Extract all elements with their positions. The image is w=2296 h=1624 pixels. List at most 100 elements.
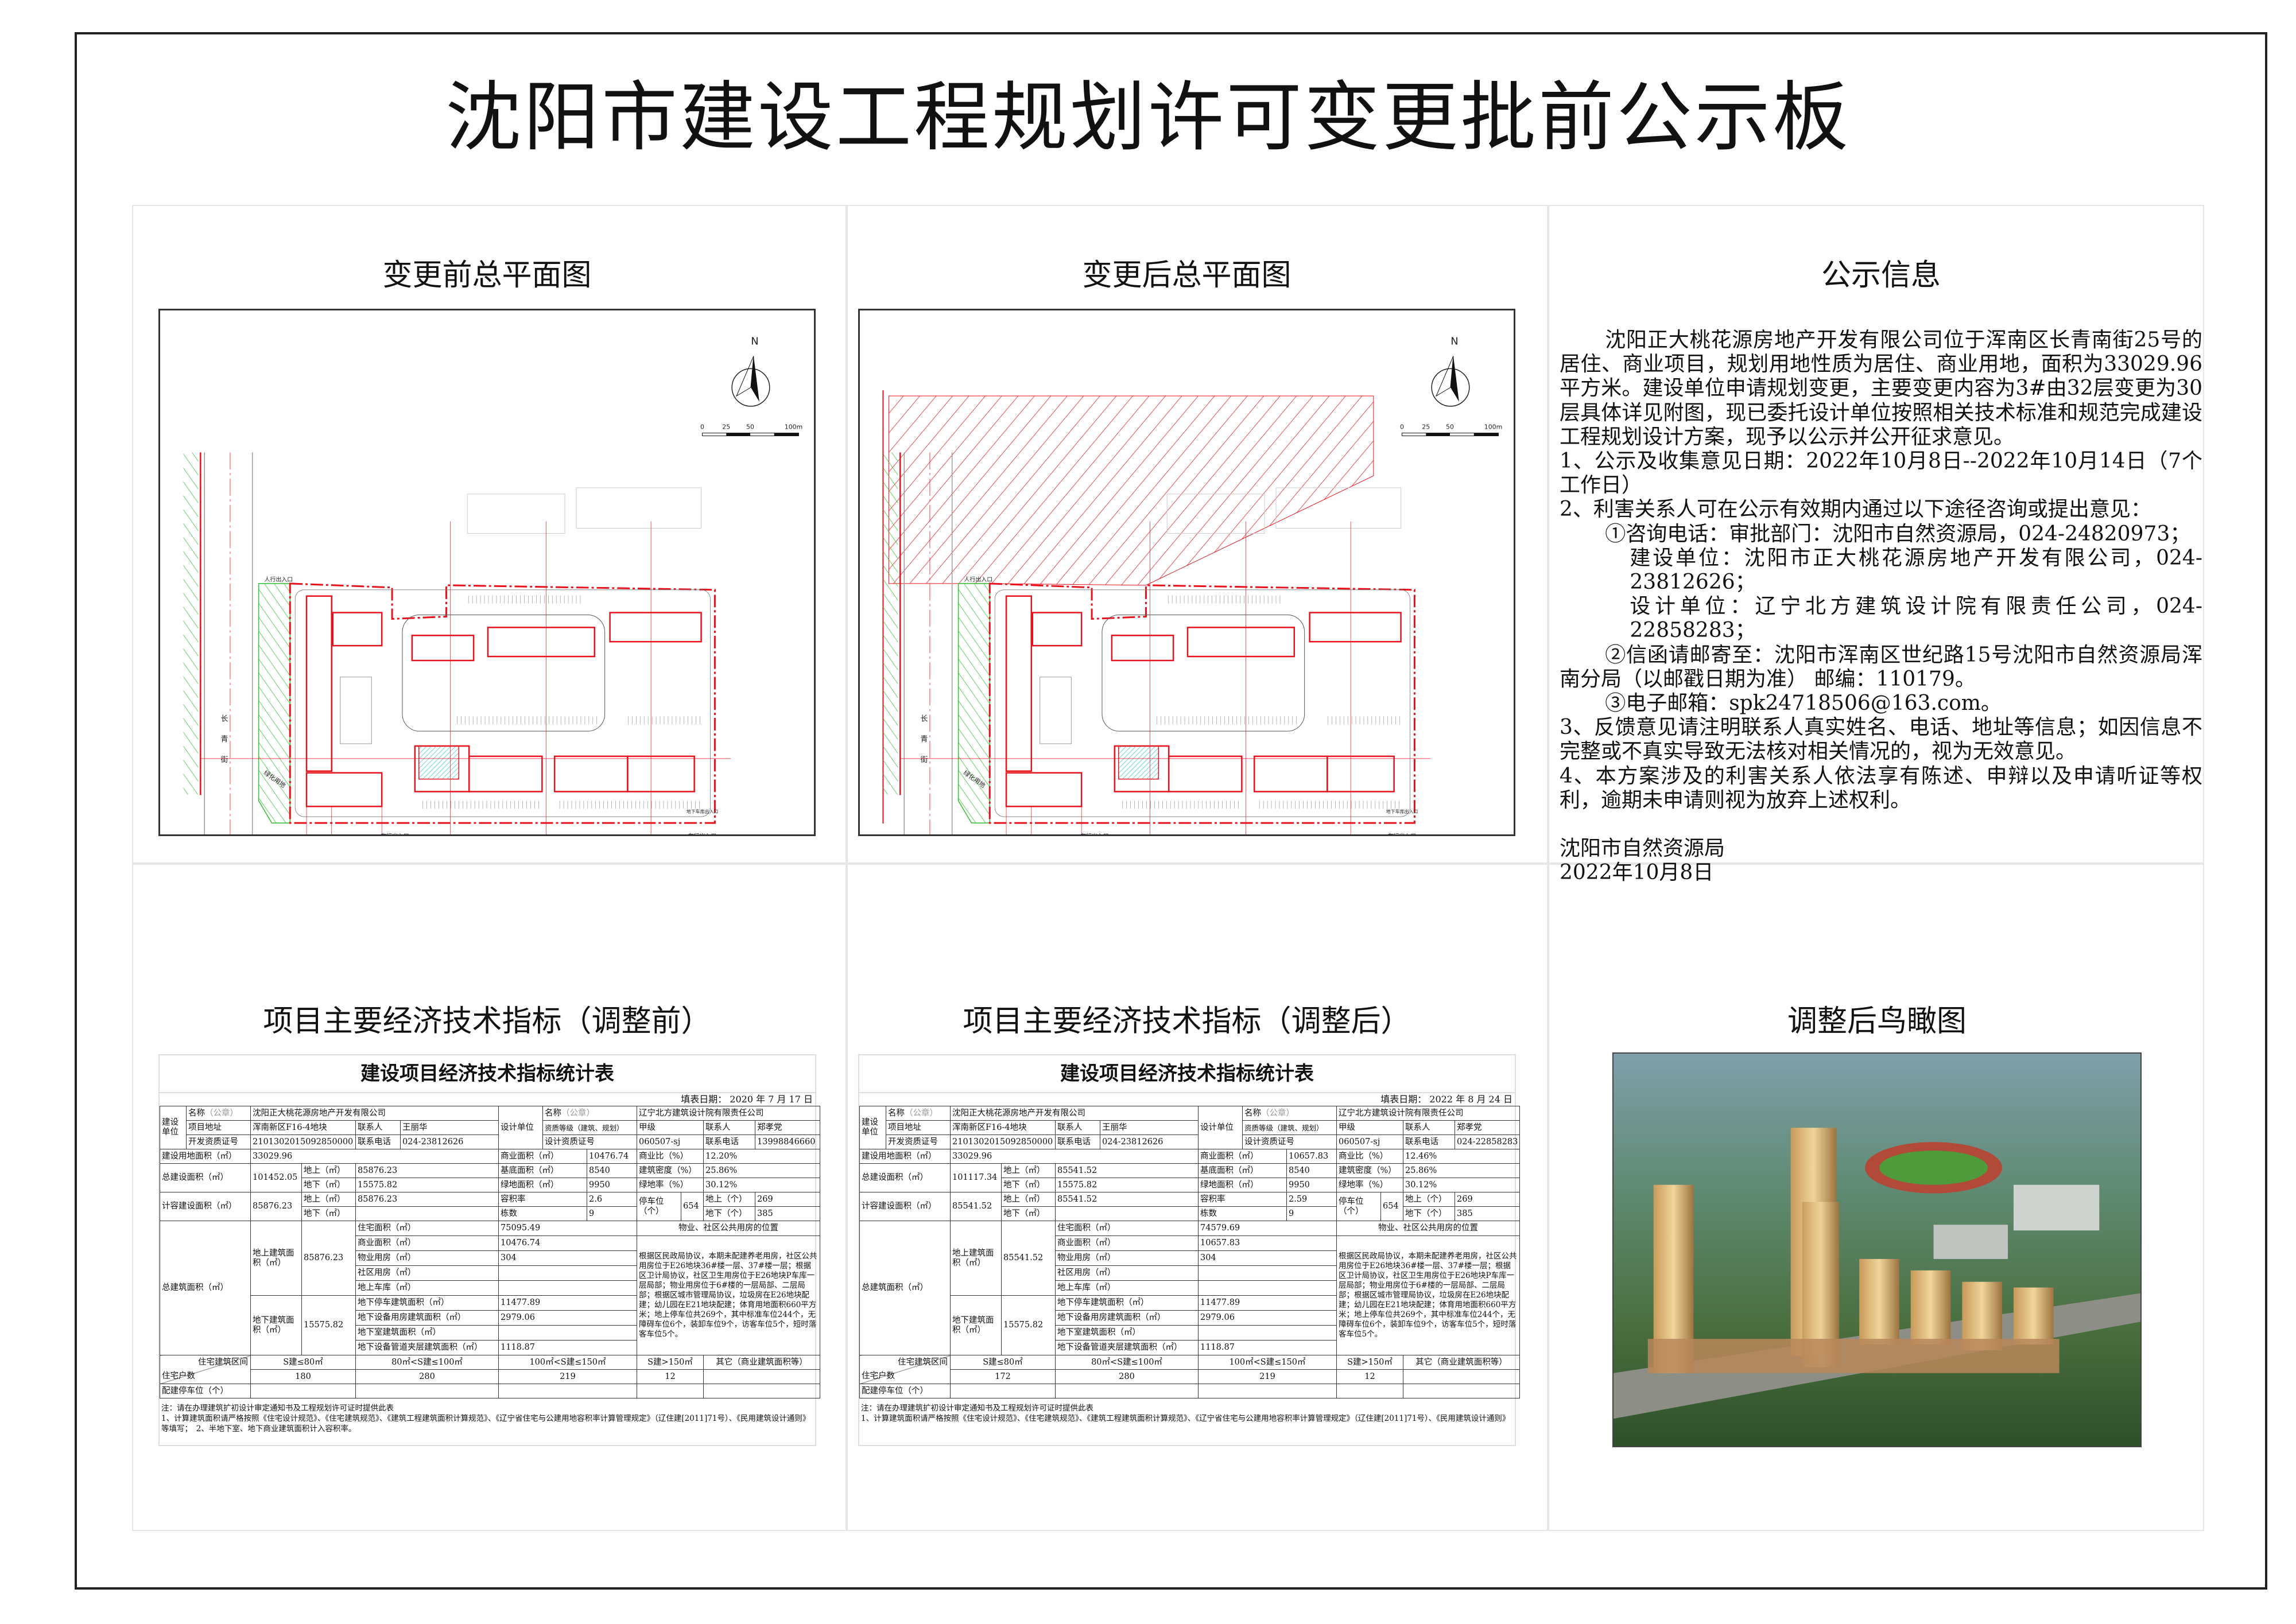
site-plan-after: N02550100m长青街绿化用地绿化用地燕 翔 路人行出入口车行出入口车行出入… <box>858 309 1515 836</box>
heading-aerial: 调整后鸟瞰图 <box>1787 1004 1967 1039</box>
road-name-west: 青 <box>921 735 928 744</box>
range-header: 其它（商业建筑面积等） <box>703 1355 820 1370</box>
building-footprint <box>332 612 383 647</box>
base-area-label: 基底面积（㎡） <box>1198 1163 1287 1178</box>
designer-name: 辽宁北方建筑设计院有限责任公司 <box>637 1106 820 1121</box>
indicator-table: 建设单位 名称（公章） 沈阳正大桃花源房地产开发有限公司 设计单位 名称（公章）… <box>160 1106 820 1398</box>
range-header: 80㎡<S建≤100㎡ <box>1055 1355 1199 1370</box>
designer-contact-label: 联系人 <box>1403 1120 1455 1135</box>
scale-label: 0 <box>700 424 704 431</box>
buildings-count: 9 <box>587 1206 637 1221</box>
far-above: 85876.23 <box>355 1192 499 1207</box>
total-area-label: 总建设面积（㎡） <box>160 1163 251 1192</box>
building-footprint <box>627 755 695 792</box>
total-area: 101452.05 <box>250 1163 302 1192</box>
far-label: 容积率 <box>1198 1192 1287 1207</box>
parking-row-cell <box>1055 1384 1199 1398</box>
building-footprint <box>305 595 333 772</box>
aerial-midrise <box>1910 1270 1951 1345</box>
designer-label: 设计单位 <box>1198 1106 1243 1149</box>
stats-table-before: 建设项目经济技术指标统计表填表日期： 2020 年 7 月 17 日建设单位 名… <box>158 1054 820 1446</box>
existing-building <box>467 494 565 534</box>
license: 2101302015092850000 <box>250 1135 356 1149</box>
base-area-label: 基底面积（㎡） <box>498 1163 587 1178</box>
far-area: 85876.23 <box>250 1192 302 1221</box>
building-footprint <box>305 772 383 807</box>
contact: 王丽华 <box>1100 1120 1199 1135</box>
designer-label: 设计单位 <box>498 1106 543 1149</box>
green-area: 9950 <box>1286 1178 1337 1192</box>
parking-stalls <box>468 595 581 604</box>
designer-name: 辽宁北方建筑设计院有限责任公司 <box>1336 1106 1520 1121</box>
aerial-midrise <box>2013 1287 2054 1345</box>
parking-stalls <box>1122 801 1239 809</box>
table-row: 总建设面积（㎡）101452.05 地上（㎡）85876.23 基底面积（㎡）8… <box>160 1163 820 1192</box>
parking-total: 654 <box>681 1192 704 1221</box>
density-label: 建筑密度（%） <box>1336 1163 1403 1178</box>
grade: 甲级 <box>1336 1120 1403 1135</box>
far-value: 2.59 <box>1286 1192 1337 1207</box>
notice-phone-approval: ①咨询电话：审批部门：沈阳市自然资源局，024-24820973； <box>1605 522 2191 546</box>
detail-value <box>498 1325 637 1341</box>
parking-row-cell <box>498 1384 637 1398</box>
detail-value: 74579.69 <box>1198 1221 1337 1236</box>
parking-row-cell <box>1336 1384 1403 1398</box>
building-3-highlight <box>418 745 460 780</box>
commercial-area: 10476.74 <box>587 1149 637 1164</box>
panel-plan-after <box>847 205 1548 864</box>
table-row: 配建停车位（个） <box>859 1384 1520 1398</box>
buildings-count: 9 <box>1286 1206 1337 1221</box>
heading-table-after: 项目主要经济技术指标（调整后） <box>963 1004 1411 1039</box>
sports-field <box>1040 677 1072 744</box>
parking-above: 269 <box>1455 1192 1520 1207</box>
range-header: 其它（商业建筑面积等） <box>1403 1355 1520 1370</box>
seal-label: （公章） <box>905 1108 938 1118</box>
land-area: 33029.96 <box>950 1149 1199 1164</box>
parking-stalls <box>457 716 598 725</box>
vehicle-entrance-label: 车行出入口 <box>1388 832 1417 834</box>
detail-value <box>498 1265 637 1281</box>
far-below-label: 地下（㎡） <box>301 1206 356 1221</box>
range-header: S建≤80㎡ <box>950 1355 1056 1370</box>
table-row: 社区用房（㎡） <box>860 1265 1520 1281</box>
notice-item-4: 4、本方案涉及的利害关系人依法享有陈述、申辩以及申请听证等权利，逾期未申请则视为… <box>1560 764 2202 812</box>
range-header: 100㎡<S建≤150㎡ <box>498 1355 637 1370</box>
garage-entrance-label: 地下车库出入口 <box>1386 809 1418 814</box>
notice-phone-builder: 建设单位：沈阳市正大桃花源房地产开发有限公司，024-23812626； <box>1630 546 2202 595</box>
address: 浑南新区F16-4地块 <box>250 1120 356 1135</box>
heading-notice: 公示信息 <box>1821 258 1941 293</box>
building-footprint <box>1186 627 1296 658</box>
below-area: 15575.82 <box>355 1178 499 1192</box>
facility-text: 根据区民政局协议，本期未配建养老用房，社区公共用房位于E26地块36#楼一层、3… <box>637 1236 820 1355</box>
range-header: 100㎡<S建≤150㎡ <box>1198 1355 1337 1370</box>
buildings-label: 栋数 <box>498 1206 587 1221</box>
parking-row-cell <box>250 1384 356 1398</box>
range-header-cell: 住宅建筑区间住宅户数 <box>859 1355 951 1384</box>
households-count: 219 <box>1198 1369 1337 1384</box>
scale-bar <box>702 433 799 437</box>
building-footprint <box>553 755 629 792</box>
households-count: 180 <box>250 1369 356 1384</box>
building-footprint <box>1005 772 1083 807</box>
range-header: 80㎡<S建≤100㎡ <box>355 1355 499 1370</box>
north-arrow-icon <box>731 356 770 407</box>
facility-header: 物业、社区公共用房的位置 <box>1336 1221 1520 1236</box>
building-footprint <box>468 755 543 792</box>
detail-label: 地上车库（㎡） <box>355 1280 499 1296</box>
existing-building <box>1275 487 1402 529</box>
parking-stalls <box>1168 595 1281 604</box>
notice-item-3: 3、反馈意见请注明联系人真实姓名、电话、地址等信息；如因信息不完整或不真实导致无… <box>1560 716 2202 764</box>
far-below <box>355 1206 499 1221</box>
unit-range-label: 住宅建筑区间 <box>198 1358 248 1367</box>
scale-label: 100m <box>1484 424 1502 431</box>
green-area: 9950 <box>587 1178 637 1192</box>
aerial-neighbor-building <box>1933 1225 2008 1259</box>
density-label: 建筑密度（%） <box>637 1163 704 1178</box>
